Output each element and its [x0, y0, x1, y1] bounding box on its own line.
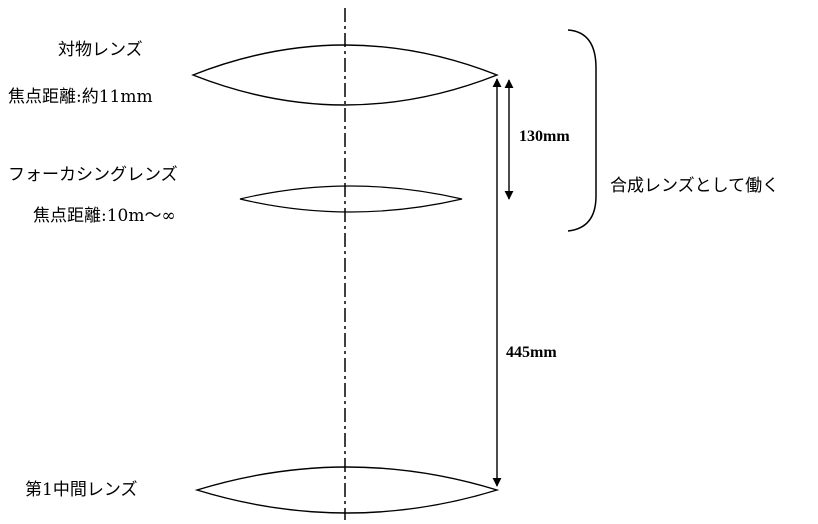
objective-lens — [191, 44, 499, 106]
dimension-label-130: 130mm — [519, 128, 570, 145]
objective-lens-focal-length: 焦点距離:約11mm — [8, 87, 153, 107]
compound-lens-label: 合成レンズとして働く — [610, 176, 780, 196]
dimension-label-445: 445mm — [506, 344, 557, 361]
focusing-lens-focal-length: 焦点距離:10m～∞ — [33, 206, 176, 226]
focusing-lens-name: フォーカシングレンズ — [8, 165, 178, 185]
intermediate-lens — [194, 466, 500, 514]
compound-lens-brace — [567, 29, 597, 232]
objective-lens-name: 対物レンズ — [58, 40, 143, 60]
intermediate-lens-name: 第1中間レンズ — [25, 480, 138, 500]
focusing-lens — [239, 185, 463, 213]
